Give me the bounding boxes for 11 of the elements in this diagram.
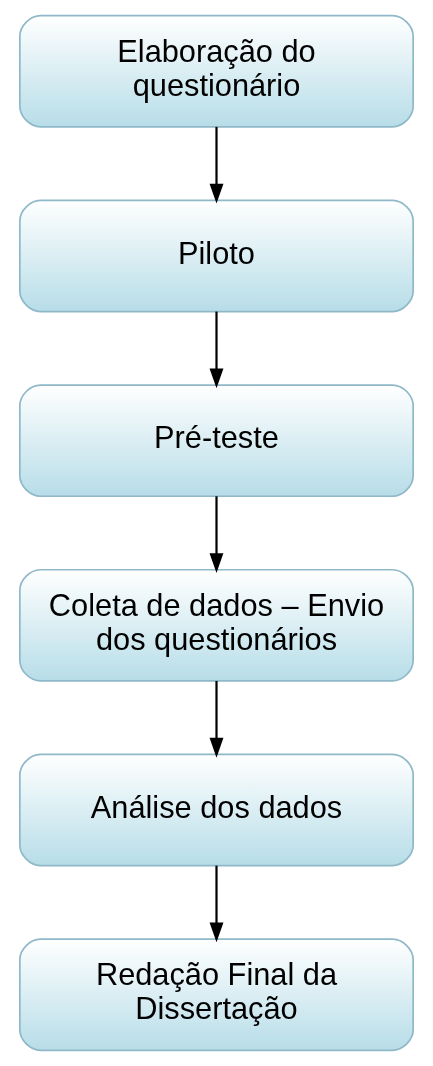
node-box: Elaboração do questionário: [19, 14, 414, 128]
arrow: [209, 680, 224, 758]
arrow: [209, 865, 224, 943]
node-box: Análise dos dados: [19, 753, 414, 867]
arrow: [209, 496, 224, 573]
node-box: Pré-teste: [19, 384, 414, 498]
node-box: Coleta de dados – Envio dos questionários: [19, 568, 414, 682]
node-box: Redação Final da Dissertação: [19, 938, 414, 1052]
node-box: Piloto: [19, 199, 414, 313]
arrow: [209, 311, 224, 389]
arrow: [209, 126, 224, 204]
